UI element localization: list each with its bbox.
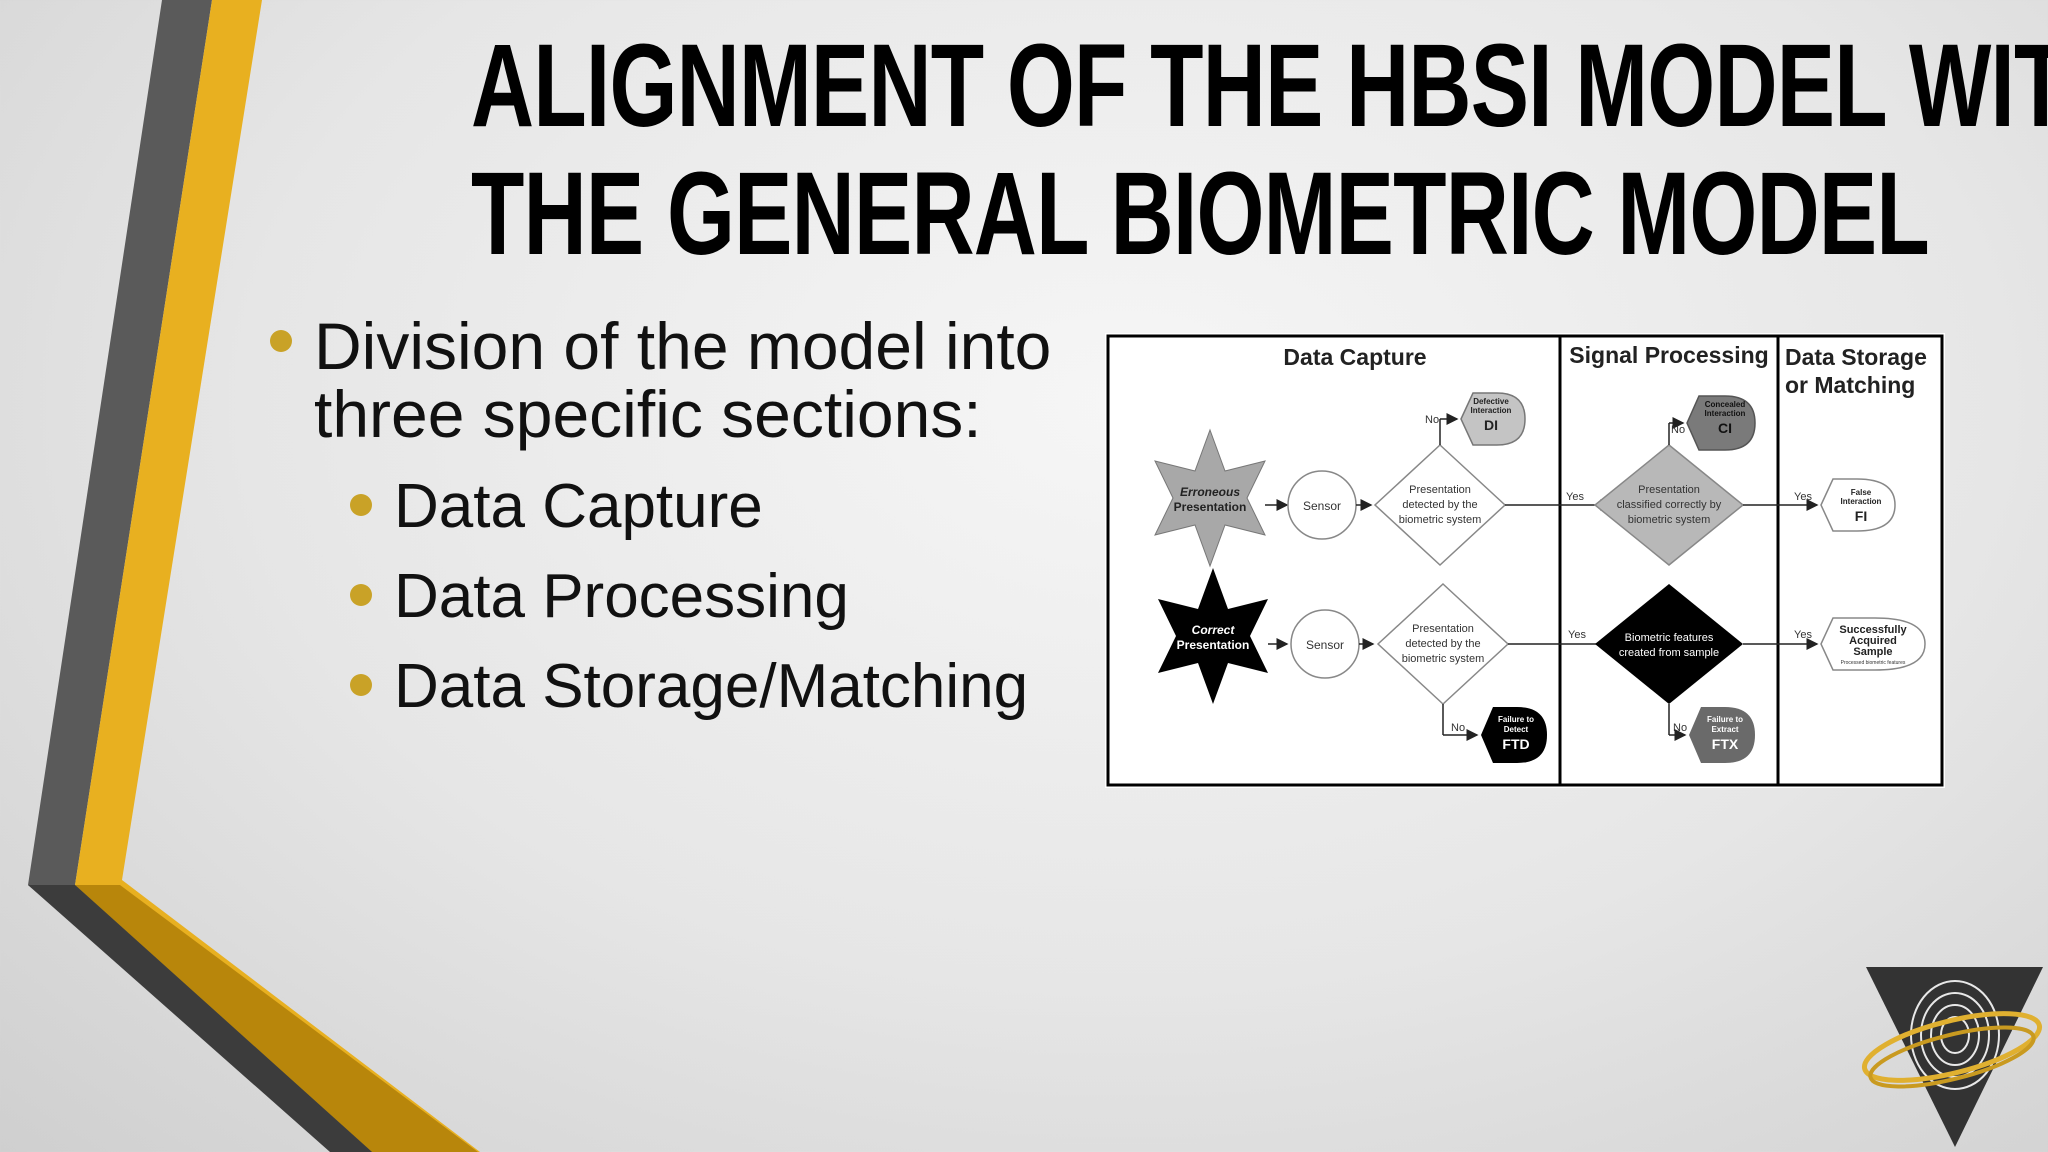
sub-bullet-item: Data Processing xyxy=(350,560,1070,634)
di-small-1: Defective xyxy=(1473,397,1509,406)
fi-small-2: Interaction xyxy=(1841,497,1882,506)
ftx-small-1: Failure to xyxy=(1707,715,1743,724)
no-label-di: No xyxy=(1425,414,1439,426)
fi-code: FI xyxy=(1855,508,1867,524)
header-storage-2: or Matching xyxy=(1785,372,1915,398)
detect-label-1c: biometric system xyxy=(1399,514,1482,526)
detect-label-2a: Presentation xyxy=(1412,623,1474,635)
classified-label-3: biometric system xyxy=(1628,514,1711,526)
ftx-small-2: Extract xyxy=(1711,725,1738,734)
header-data-capture: Data Capture xyxy=(1283,344,1426,370)
no-label-ftx: No xyxy=(1673,722,1687,734)
classified-label-1: Presentation xyxy=(1638,484,1700,496)
detect-label-2b: detected by the xyxy=(1405,638,1480,650)
sas-small: Processed biometric features xyxy=(1841,660,1906,666)
sub-bullet-item: Data Capture xyxy=(350,470,1070,544)
ci-small-2: Interaction xyxy=(1705,409,1746,418)
sensor-label-2: Sensor xyxy=(1306,638,1344,652)
sub-bullet-list: Data Capture Data Processing Data Storag… xyxy=(350,470,1070,724)
sas-label-3: Sample xyxy=(1853,646,1892,658)
ftd-code: FTD xyxy=(1502,736,1529,752)
yes-label-3: Yes xyxy=(1568,629,1586,641)
ftd-small-2: Detect xyxy=(1504,725,1529,734)
correct-star-shape xyxy=(1158,568,1268,704)
bullet-main-text: Division of the model into three specifi… xyxy=(314,309,1052,451)
hbsi-model-diagram: Data Capture Signal Processing Data Stor… xyxy=(1105,333,1945,788)
bullet-main: Division of the model into three specifi… xyxy=(270,312,1070,448)
ftx-code: FTX xyxy=(1712,736,1739,752)
no-label-ci: No xyxy=(1671,424,1685,436)
detect-label-1b: detected by the xyxy=(1402,499,1477,511)
yes-label-2: Yes xyxy=(1794,491,1812,503)
di-code: DI xyxy=(1484,417,1498,433)
title-line-2: THE GENERAL BIOMETRIC MODEL xyxy=(471,148,1930,280)
ftd-small-1: Failure to xyxy=(1498,715,1534,724)
features-label-2: created from sample xyxy=(1619,647,1719,659)
di-small-2: Interaction xyxy=(1471,406,1512,415)
bullet-dot-icon xyxy=(350,494,372,516)
correct-label-1: Correct xyxy=(1192,623,1236,637)
hbsi-logo-icon xyxy=(1861,967,2043,1147)
erroneous-label-1: Erroneous xyxy=(1180,485,1240,499)
header-storage-1: Data Storage xyxy=(1785,344,1927,370)
correct-label-2: Presentation xyxy=(1177,638,1250,652)
classified-label-2: classified correctly by xyxy=(1617,499,1722,511)
bullet-dot-icon xyxy=(350,584,372,606)
header-signal-processing: Signal Processing xyxy=(1569,342,1768,368)
detect-label-2c: biometric system xyxy=(1402,653,1485,665)
erroneous-label-2: Presentation xyxy=(1174,500,1247,514)
erroneous-star-shape xyxy=(1154,428,1266,568)
sensor-label-1: Sensor xyxy=(1303,499,1341,513)
ci-small-1: Concealed xyxy=(1705,400,1746,409)
features-label-1: Biometric features xyxy=(1625,632,1714,644)
sas-label-2: Acquired xyxy=(1849,635,1897,647)
sas-label-1: Successfully xyxy=(1839,624,1907,636)
ci-code: CI xyxy=(1718,420,1732,436)
bullet-list: Division of the model into three specifi… xyxy=(270,312,1070,740)
no-label-ftd: No xyxy=(1451,722,1465,734)
sub-bullet-item: Data Storage/Matching xyxy=(350,650,1070,724)
title-line-1: ALIGNMENT OF THE HBSI MODEL WITH xyxy=(471,20,2048,152)
detect-label-1a: Presentation xyxy=(1409,484,1471,496)
yes-label-4: Yes xyxy=(1794,629,1812,641)
sub-bullet-text: Data Capture xyxy=(394,472,763,541)
bullet-dot-icon xyxy=(350,674,372,696)
fi-small-1: False xyxy=(1851,488,1872,497)
bullet-dot-icon xyxy=(270,330,292,352)
sub-bullet-text: Data Processing xyxy=(394,562,849,631)
yes-label-1: Yes xyxy=(1566,491,1584,503)
slide-title: ALIGNMENT OF THE HBSI MODEL WITH THE GEN… xyxy=(471,20,2048,280)
sub-bullet-text: Data Storage/Matching xyxy=(394,652,1029,721)
